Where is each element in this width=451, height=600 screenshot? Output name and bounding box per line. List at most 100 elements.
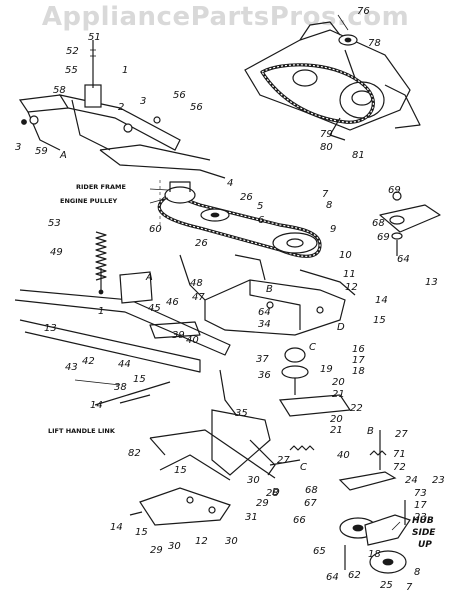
callout-label: 42: [82, 356, 95, 367]
caption-side: SIDE: [412, 528, 436, 538]
callout-label: 15: [373, 315, 386, 326]
callout-label: 18: [368, 549, 381, 560]
callout-letter: D: [337, 322, 345, 333]
callout-label: 12: [345, 282, 358, 293]
callout-label: 20: [332, 377, 345, 388]
main-frame: [14, 254, 356, 373]
callout-label: 15: [135, 527, 148, 538]
callout-label: 13: [425, 277, 438, 288]
callout-letter: C: [300, 462, 307, 473]
callout-label: 2: [118, 102, 124, 113]
callout-label: 27: [395, 429, 408, 440]
callout-label: 18: [352, 366, 365, 377]
callouts: 51 52 55 1 58 3 59 A 2 3 56 56 76 78 79 …: [15, 6, 445, 593]
callout-label: 79: [320, 129, 333, 140]
callout-label: 6: [258, 215, 264, 226]
callout-label: 64: [326, 572, 339, 583]
callout-label: 3: [15, 142, 21, 153]
callout-label: 8: [414, 567, 420, 578]
callout-label: 3: [140, 96, 146, 107]
callout-label: 14: [375, 295, 388, 306]
callout-label: 30: [168, 541, 181, 552]
spring-49: [95, 231, 107, 295]
callout-label: 29: [256, 498, 269, 509]
callout-label: 16: [352, 344, 365, 355]
caption-engine-pulley: ENGINE PULLEY: [60, 197, 118, 205]
callout-letter: B: [266, 284, 273, 295]
callout-label: 39: [172, 330, 185, 341]
callout-label: 60: [149, 224, 162, 235]
callout-label: 80: [320, 142, 333, 153]
callout-label: 23: [432, 475, 445, 486]
callout-label: 14: [90, 400, 103, 411]
callout-label: 78: [368, 38, 381, 49]
callout-letter: C: [309, 342, 316, 353]
callout-label: 30: [225, 536, 238, 547]
watermark-text: AppliancePartsPros.com: [41, 2, 410, 32]
callout-label: 44: [118, 359, 131, 370]
callout-label: 20: [330, 414, 343, 425]
rods-and-links: [94, 381, 315, 479]
callout-label: 81: [352, 150, 365, 161]
callout-label: 29: [150, 545, 163, 556]
engine-pulley-belt: [157, 180, 322, 258]
callout-label: 15: [133, 374, 146, 385]
callout-label: 65: [313, 546, 326, 557]
callout-label: 40: [186, 335, 199, 346]
caption-up: UP: [418, 540, 432, 550]
callout-label: 17: [414, 500, 427, 511]
callout-label: 45: [148, 303, 161, 314]
callout-label: 67: [304, 498, 317, 509]
callout-label: 30: [247, 475, 260, 486]
callout-label: 21: [332, 389, 345, 400]
callout-label: 31: [245, 512, 258, 523]
callout-label: 47: [192, 292, 205, 303]
callout-label: 1: [122, 65, 128, 76]
callout-label: 8: [326, 200, 332, 211]
callout-label: 11: [343, 269, 356, 280]
idler-arm-assembly: [211, 347, 352, 476]
callout-label: 53: [48, 218, 61, 229]
callout-label: 5: [257, 201, 263, 212]
callout-letter: B: [367, 426, 374, 437]
callout-label: 38: [114, 382, 127, 393]
callout-label: 34: [258, 319, 271, 330]
callout-label: 64: [258, 307, 271, 318]
callout-label: 82: [128, 448, 141, 459]
callout-label: 43: [65, 362, 78, 373]
callout-label: 71: [393, 449, 406, 460]
callout-label: 26: [195, 238, 208, 249]
callout-label: 28: [266, 488, 279, 499]
idler-bolt-stack: [379, 191, 441, 256]
callout-label: 52: [66, 46, 79, 57]
callout-label: 7: [322, 189, 329, 200]
callout-label: 51: [88, 32, 101, 43]
callout-label: 15: [174, 465, 187, 476]
callout-label: 19: [320, 364, 333, 375]
callout-label: 7: [406, 582, 413, 593]
callout-label: 14: [110, 522, 123, 533]
callout-label: 64: [397, 254, 410, 265]
callout-label: 12: [195, 536, 208, 547]
callout-label: 24: [405, 475, 418, 486]
caption-hub: HUB: [412, 516, 434, 526]
deck-inset-assembly: [244, 21, 421, 141]
callout-label: 10: [339, 250, 352, 261]
callout-label: 35: [235, 408, 248, 419]
callout-letter: A: [59, 150, 67, 161]
callout-label: 37: [256, 354, 269, 365]
caption-rider-frame: RIDER FRAME: [76, 183, 126, 191]
callout-label: 25: [380, 580, 393, 591]
callout-label: 56: [190, 102, 203, 113]
idler-pulley-assembly: [338, 430, 411, 574]
callout-letter: D: [272, 487, 280, 498]
callout-label: 68: [305, 485, 318, 496]
callout-label: 69: [377, 232, 390, 243]
bottom-lever: [129, 454, 231, 526]
callout-label: 69: [388, 185, 401, 196]
callout-label: 76: [357, 6, 370, 17]
callout-label: 73: [414, 488, 427, 499]
caption-lift-handle-link: LIFT HANDLE LINK: [48, 427, 116, 435]
